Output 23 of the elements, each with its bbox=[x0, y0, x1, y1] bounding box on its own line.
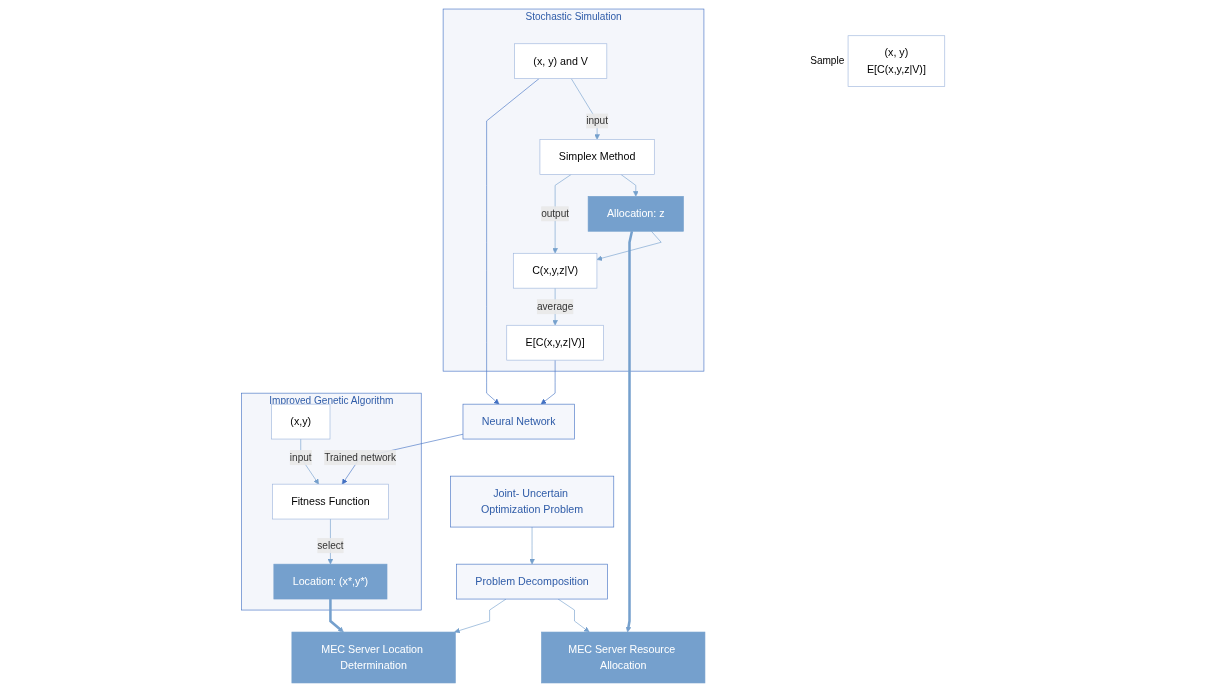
edge-label: input bbox=[586, 115, 609, 126]
node-box: Neural Network bbox=[462, 403, 575, 440]
node-box: (x, y) E[C(x,y,z|V)] bbox=[847, 35, 946, 87]
arrow bbox=[625, 231, 634, 633]
edge-label: average bbox=[536, 301, 574, 312]
edge-label: select bbox=[317, 539, 344, 551]
node-box: Location: (x*,y*) bbox=[273, 563, 388, 600]
node-box: Problem Decomposition bbox=[456, 563, 608, 600]
node-box: C(x,y,z|V) bbox=[512, 252, 598, 289]
node-label: Sample bbox=[810, 55, 845, 67]
node-box: Joint- Uncertain Optimization Problem bbox=[450, 475, 615, 528]
node-box: (x, y) and V bbox=[514, 43, 608, 79]
edge-label: input bbox=[289, 451, 312, 463]
node-box: MEC Server Location Determination bbox=[291, 631, 456, 684]
edge-label: Trained network bbox=[324, 451, 396, 463]
node-box: E[C(x,y,z|V)] bbox=[506, 324, 604, 361]
node-box: Simplex Method bbox=[539, 139, 655, 175]
edge-label: output bbox=[541, 208, 570, 219]
arrow bbox=[329, 599, 344, 633]
node-box: Fitness Function bbox=[272, 483, 389, 520]
node-box: Allocation: z bbox=[587, 196, 684, 232]
node-box: (x,y) bbox=[271, 403, 331, 440]
node-box: MEC Server Resource Allocation bbox=[541, 631, 706, 684]
